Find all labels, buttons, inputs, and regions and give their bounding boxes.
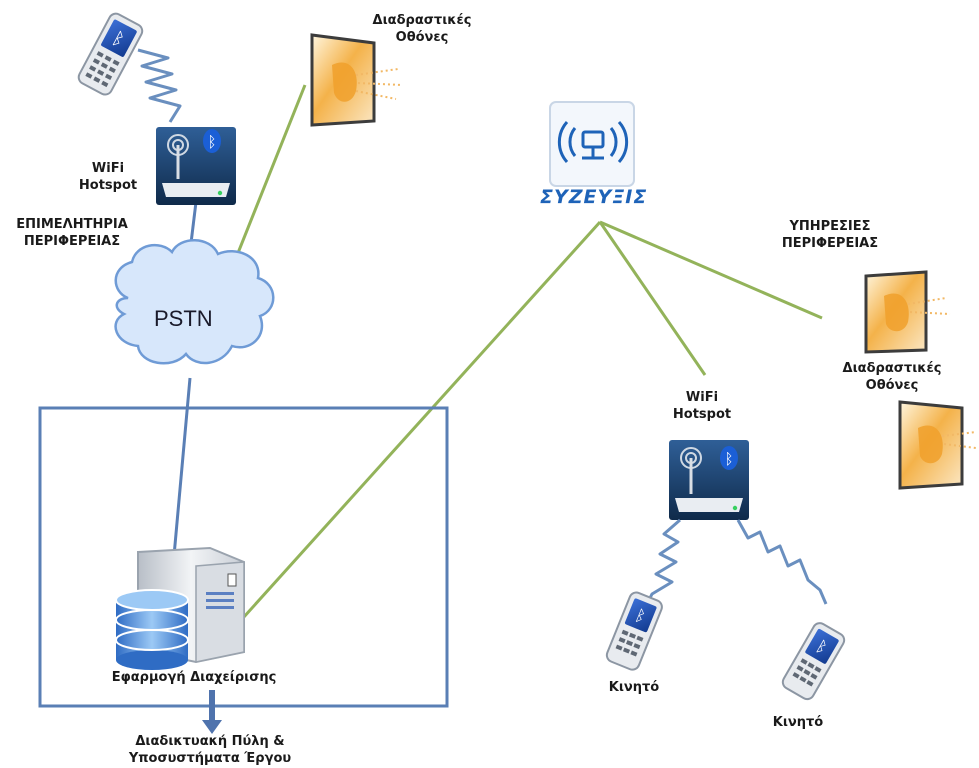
interactive-screen-icon — [898, 400, 977, 490]
link-pstn-server — [172, 377, 192, 557]
mobile-phone-icon: ᛒ — [605, 591, 663, 671]
mobile-label: Κινητό — [772, 715, 824, 730]
application-frame — [38, 406, 449, 708]
wifi-router-icon: ᛒ — [669, 440, 749, 520]
wireless-zigzag — [736, 519, 828, 605]
wireless-zigzag — [648, 518, 681, 599]
cloud-icon — [114, 239, 275, 365]
wireless-zigzag — [137, 48, 182, 123]
bluetooth-icon: ᛒ — [724, 450, 733, 468]
arrow-down-icon — [202, 690, 222, 734]
syzefxis-label: ΣΥΖΕΥΞΙΣ — [540, 186, 648, 208]
interactive-screen-icon — [310, 33, 403, 127]
mobile-label: Κινητό — [608, 680, 660, 695]
link-server-syzefxis — [241, 220, 602, 620]
mobile-phone-icon: ᛒ — [77, 12, 144, 96]
connections — [172, 84, 823, 620]
pstn-label: PSTN — [154, 306, 213, 331]
link-syzefxis-services — [599, 220, 823, 320]
portal-label: Διαδικτυακή Πύλη &Υποσυστήματα Έργου — [128, 734, 292, 766]
interactive-screen-icon — [864, 270, 951, 354]
link-pstn-screens — [230, 84, 307, 269]
link-syzefxis-router — [598, 221, 707, 376]
database-icon — [115, 589, 189, 670]
app-label: Εφαρμογή Διαχείρισης — [111, 670, 277, 685]
bluetooth-icon: ᛒ — [207, 133, 216, 151]
mobile-phone-icon: ᛒ — [781, 622, 846, 701]
network-icon — [549, 101, 635, 187]
wifi-router-icon: ᛒ — [156, 127, 236, 205]
